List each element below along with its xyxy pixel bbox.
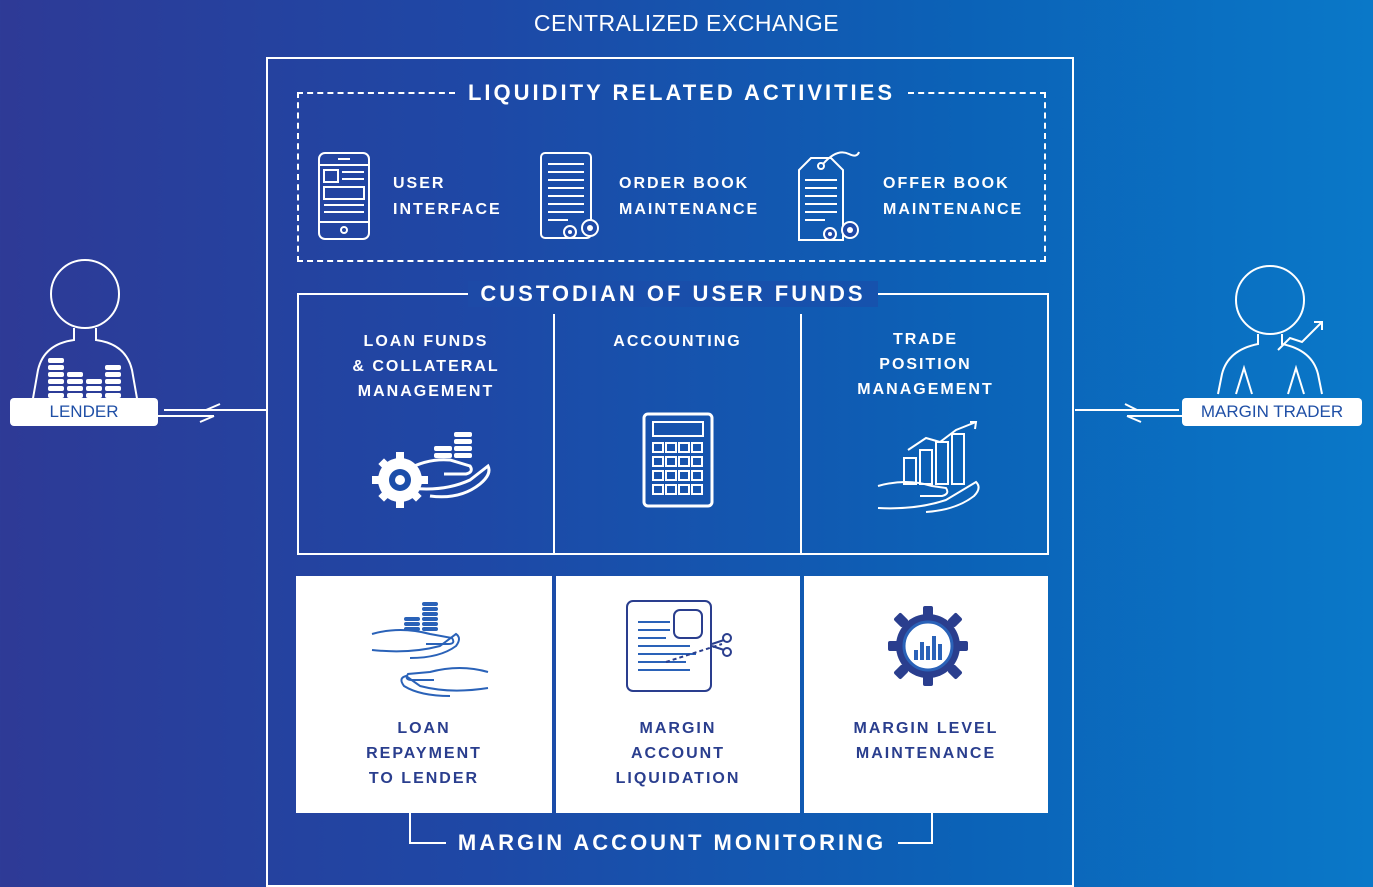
tag-gears-icon	[798, 151, 860, 241]
custodian-item-trade-position: TRADE POSITION MANAGEMENT	[802, 327, 1049, 402]
monitoring-bracket	[409, 813, 933, 844]
custodian-item-loan-funds: LOAN FUNDS & COLLATERAL MANAGEMENT	[299, 329, 553, 404]
hands-coins-icon	[371, 602, 489, 697]
item-label-line: OFFER BOOK	[883, 175, 1010, 192]
item-label-line: REPAYMENT	[366, 745, 482, 762]
item-label-line: MANAGEMENT	[857, 381, 994, 398]
custodian-section-title: CUSTODIAN OF USER FUNDS	[468, 281, 878, 307]
liquidity-section-box	[297, 92, 1046, 262]
gear-chart-icon	[888, 606, 968, 686]
item-label-line: MAINTENANCE	[855, 745, 997, 762]
item-label-line: MARGIN LEVEL	[853, 720, 999, 737]
monitoring-card-loan-repayment: LOAN REPAYMENT TO LENDER	[296, 576, 552, 813]
item-label-line: INTERFACE	[393, 201, 502, 218]
liquidity-item-order-book: ORDER BOOK MAINTENANCE	[619, 171, 759, 223]
custodian-item-accounting: ACCOUNTING	[555, 329, 800, 354]
trader-label: MARGIN TRADER	[1182, 398, 1362, 426]
liquidity-section-title: LIQUIDITY RELATED ACTIVITIES	[467, 80, 896, 105]
item-label-line: LOAN	[397, 720, 451, 737]
monitoring-card-margin-level: MARGIN LEVEL MAINTENANCE	[804, 576, 1048, 813]
item-label-line: & COLLATERAL	[352, 358, 500, 375]
item-label-line: MARGIN	[639, 720, 717, 737]
item-label-line: ORDER BOOK	[619, 175, 750, 192]
trader-exchange-arrows	[1075, 403, 1183, 423]
item-label-line: ACCOUNT	[631, 745, 725, 762]
item-label-line: TO LENDER	[368, 770, 480, 787]
hand-coins-gear-icon	[372, 432, 491, 508]
item-label-line: ACCOUNTING	[613, 333, 742, 350]
diagram-title: CENTRALIZED EXCHANGE	[533, 10, 840, 36]
trader-person-icon	[1217, 265, 1323, 395]
calculator-icon	[642, 412, 714, 508]
item-label-line: MAINTENANCE	[619, 201, 760, 218]
liquidity-item-user-interface: USER INTERFACE	[393, 171, 502, 223]
lender-exchange-arrows	[158, 403, 266, 423]
item-label-line: USER	[393, 175, 446, 192]
dash-border-top-left	[297, 92, 455, 94]
document-gears-icon	[540, 152, 599, 239]
hand-chart-icon	[877, 421, 980, 513]
item-label-line: TRADE	[892, 331, 959, 348]
custodian-divider-2	[800, 314, 802, 555]
item-label-line: LOAN FUNDS	[363, 333, 489, 350]
lender-label: LENDER	[10, 398, 158, 426]
custodian-divider-1	[553, 314, 555, 555]
monitoring-card-margin-liquidation: MARGIN ACCOUNT LIQUIDATION	[556, 576, 800, 813]
item-label-line: POSITION	[879, 356, 972, 373]
mobile-phone-icon	[318, 152, 370, 240]
lender-person-icon	[31, 259, 139, 405]
monitoring-section-title: MARGIN ACCOUNT MONITORING	[457, 830, 887, 855]
item-label-line: LIQUIDATION	[615, 770, 741, 787]
liquidity-item-offer-book: OFFER BOOK MAINTENANCE	[883, 171, 1023, 223]
item-label-line: MANAGEMENT	[357, 383, 495, 400]
item-label-line: MAINTENANCE	[883, 201, 1024, 218]
dash-border-top-right	[908, 92, 1046, 94]
document-scissors-icon	[626, 600, 732, 692]
